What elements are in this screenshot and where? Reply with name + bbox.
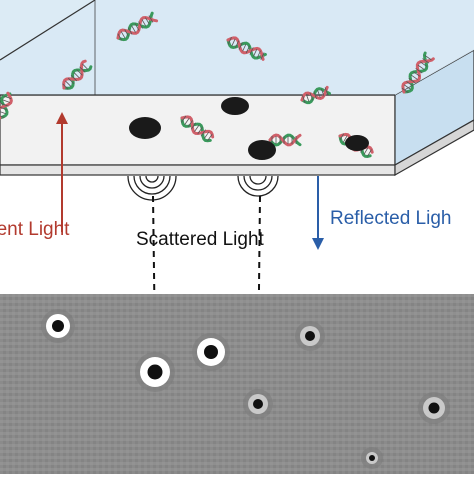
dna-helix-icon (226, 36, 267, 61)
iscat-spot-icon (418, 392, 450, 424)
scattered-light-arrow-right (252, 195, 265, 386)
incident-light-label: dent Light (0, 219, 70, 240)
dna-layer (0, 11, 435, 158)
spot-layer (41, 309, 450, 469)
particle-layer (129, 97, 369, 160)
iscat-spot-icon (243, 389, 273, 419)
binding-particle-icon (221, 97, 249, 115)
scattered-wavefronts-right (237, 175, 279, 197)
glass-base-side (394, 119, 474, 177)
dna-helix-icon (62, 59, 93, 90)
iscat-spot-icon (192, 333, 230, 371)
glass-base-strip (0, 164, 396, 176)
reflected-light-label: Reflected Ligh (330, 208, 452, 229)
dna-helix-icon (300, 85, 331, 105)
dna-helix-icon (0, 91, 13, 120)
glass-back-edge (0, 0, 96, 61)
scattered-wavefronts-left (127, 175, 177, 201)
dna-helix-icon (180, 115, 215, 143)
iscat-spot-icon (41, 309, 75, 343)
iscat-image (0, 294, 474, 474)
scattered-light-label: Scattered Light (136, 229, 264, 250)
binding-particle-icon (129, 117, 161, 139)
dna-helix-icon (401, 51, 435, 94)
glass-bottom-face (0, 94, 396, 166)
dna-helix-icon (116, 11, 159, 42)
iscat-spot-icon (135, 352, 175, 392)
iscat-image-background (0, 294, 474, 474)
iscat-spot-icon (361, 447, 383, 469)
binding-particle-icon (345, 135, 369, 151)
iscat-spot-icon (295, 321, 325, 351)
dna-helix-icon (268, 133, 302, 147)
binding-particle-icon (248, 140, 276, 160)
